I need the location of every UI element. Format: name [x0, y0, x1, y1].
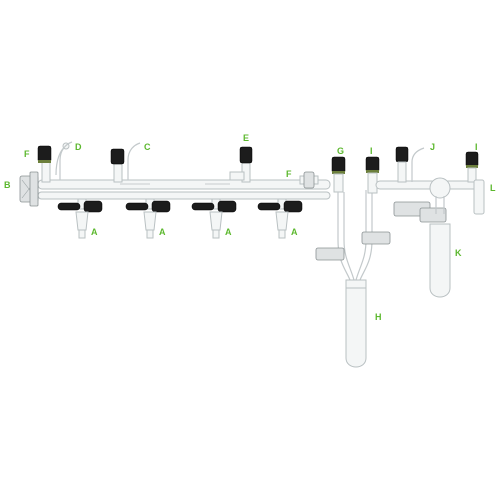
callout-i-right: I	[475, 142, 478, 152]
callout-g: G	[337, 146, 344, 156]
callout-c: C	[144, 142, 151, 152]
callout-h: H	[375, 312, 382, 322]
callout-f-left: F	[24, 149, 30, 159]
stopcock-g	[331, 156, 346, 193]
tap-a-2	[125, 198, 171, 239]
cold-trap-h	[315, 190, 391, 368]
stopcock-i-middle	[365, 156, 380, 194]
callout-a-4: A	[291, 227, 298, 237]
stopcock-f-left	[37, 142, 70, 183]
callout-a-2: A	[159, 227, 166, 237]
cold-trap-k	[393, 196, 451, 298]
stopcock-f-right	[299, 171, 319, 189]
left-end-fitting	[19, 171, 39, 207]
callout-b: B	[4, 180, 11, 190]
callout-j: J	[430, 142, 435, 152]
callout-e: E	[243, 133, 249, 143]
callout-l: L	[490, 183, 496, 193]
tap-a-4	[257, 198, 303, 239]
stopcock-e	[229, 146, 253, 183]
callout-d: D	[75, 142, 82, 152]
bent-tube-d	[59, 141, 73, 180]
tap-a-3	[191, 198, 237, 239]
callout-i-middle: I	[370, 146, 373, 156]
tap-a-1	[57, 198, 103, 239]
callout-k: K	[455, 248, 462, 258]
callout-a-3: A	[225, 227, 232, 237]
upper-right-manifold	[375, 146, 485, 215]
callout-f-right: F	[286, 169, 292, 179]
stopcock-c	[110, 142, 141, 183]
main-manifold	[37, 179, 331, 200]
callout-a-1: A	[91, 227, 98, 237]
